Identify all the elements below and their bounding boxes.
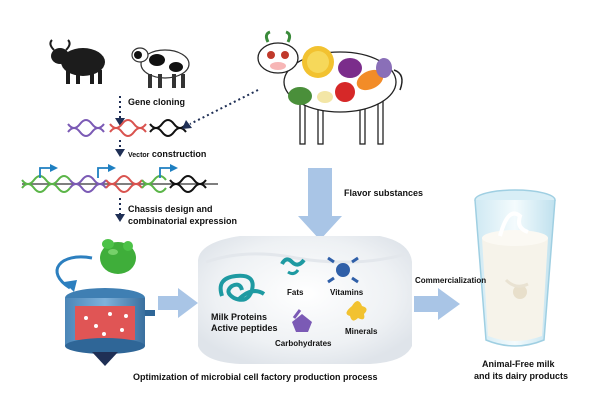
flavor-arrow [298, 168, 342, 240]
minerals-label: Minerals [345, 327, 378, 336]
chassis-design-label-line1: Chassis design and [128, 204, 213, 214]
fats-icon [280, 257, 306, 276]
minerals-icon [346, 301, 367, 321]
vector-prefix-text: Vector [128, 152, 150, 159]
vector-construct-dna-icon [21, 164, 218, 193]
vector-arrow [115, 140, 125, 157]
dna-icon [109, 119, 147, 137]
microbial-cell-icon [100, 239, 136, 274]
buffalo-icon [49, 39, 105, 84]
milk-protein-icon [218, 273, 266, 302]
flavor-substances-label: Flavor substances [344, 188, 424, 198]
gene-cloning-arrow [115, 96, 125, 126]
carbohydrates-icon [292, 309, 312, 332]
chassis-design-label-line2: combinatorial expression [128, 216, 238, 226]
dna-icon [67, 119, 105, 137]
flavor-cow-illustration [257, 30, 403, 145]
carbohydrates-label: Carbohydrates [275, 339, 332, 348]
curved-arrow-icon [55, 255, 93, 292]
chassis-arrow [115, 198, 125, 222]
active-peptides-label: Active peptides [211, 323, 278, 333]
milk-proteins-label: Milk Proteins [211, 312, 268, 322]
commercialization-arrow [414, 288, 460, 320]
optimization-caption: Optimization of microbial cell factory p… [133, 372, 378, 382]
vitamins-label: Vitamins [330, 288, 364, 297]
vitamins-icon [327, 256, 359, 284]
dna-icon [149, 119, 187, 137]
vector-construction-text: construction [151, 149, 207, 159]
commercialization-label: Commercialization [415, 276, 487, 285]
fats-label: Fats [287, 288, 304, 297]
bioreactor-tank-icon [65, 288, 155, 366]
flavor-dna-dotted-arrow [182, 89, 259, 129]
vector-construction-label: Vector construction [128, 149, 206, 159]
dairy-cow-icon [131, 47, 190, 88]
product-caption-line2: and its dairy products [474, 371, 569, 381]
process-arrow [158, 288, 198, 318]
gene-cloning-label: Gene cloning [128, 97, 186, 107]
product-caption-line1: Animal-Free milk [482, 359, 555, 369]
milk-glass-icon [474, 189, 556, 347]
milk-bowl [198, 236, 412, 364]
